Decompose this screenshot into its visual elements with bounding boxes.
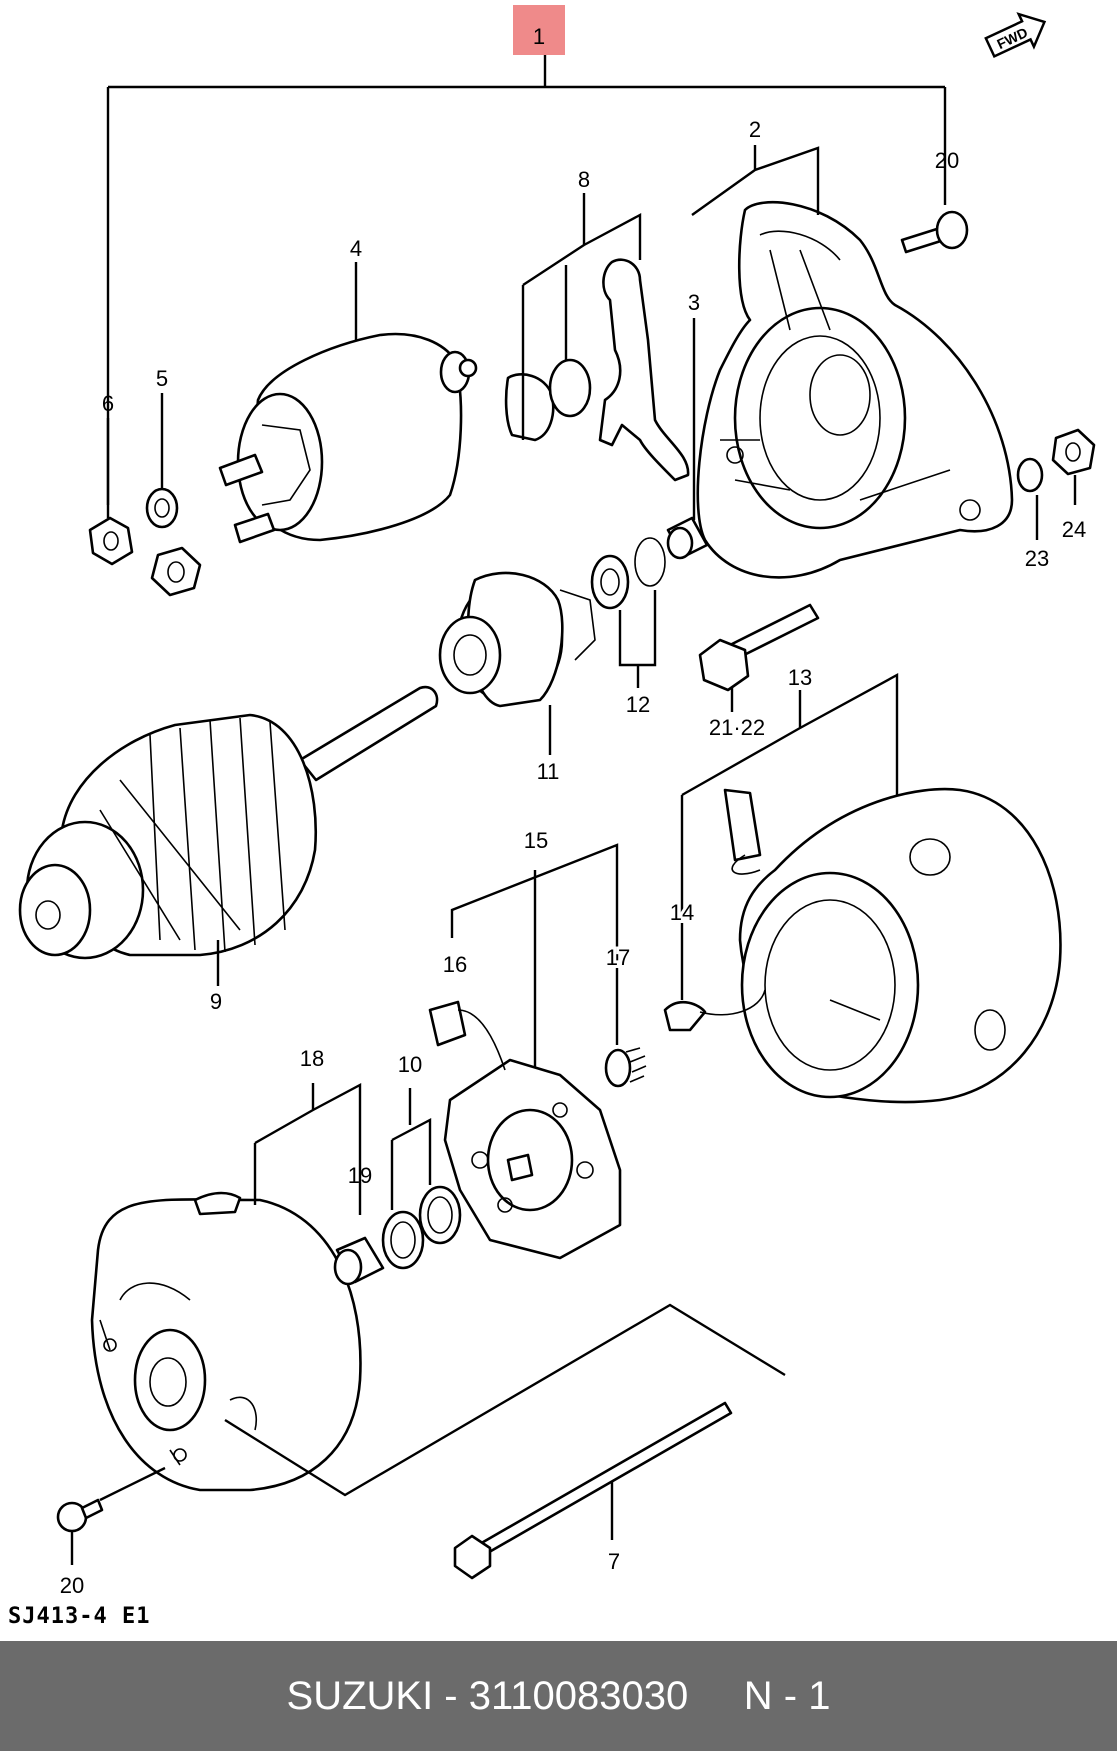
callout-24[interactable]: 24 — [1062, 517, 1086, 542]
part-8-lever-set[interactable] — [504, 258, 690, 482]
part-13-yoke[interactable] — [663, 787, 1062, 1104]
fwd-arrow-icon: FWD — [984, 12, 1047, 59]
bracket-8 — [521, 193, 642, 440]
part-7-through-bolt[interactable] — [453, 1401, 733, 1580]
footer-part-number-text: SUZUKI - 3110083030 N - 1 — [286, 1673, 831, 1718]
part-18-end-frame[interactable] — [90, 1191, 362, 1492]
bracket-12 — [618, 590, 657, 688]
part-6-nut[interactable] — [88, 516, 134, 566]
footer-bar: SUZUKI - 3110083030 N - 1 — [0, 1641, 1117, 1751]
highlighted-callout-box — [513, 5, 565, 55]
diagram-code: SJ413-4 E1 — [8, 1604, 151, 1629]
callout-5[interactable]: 5 — [156, 366, 168, 391]
part-11-pinion-clutch[interactable] — [438, 571, 596, 708]
part-23-washer[interactable] — [1016, 457, 1044, 493]
callout-9[interactable]: 9 — [210, 989, 222, 1014]
part-10-washers[interactable] — [381, 1185, 462, 1270]
callout-17[interactable]: 17 — [603, 942, 633, 973]
bracket-15 — [450, 843, 619, 1068]
callout-4[interactable]: 4 — [350, 236, 362, 261]
callout-2[interactable]: 2 — [749, 117, 761, 142]
callout-3[interactable]: 3 — [688, 290, 700, 315]
bracket-13 — [680, 672, 899, 1000]
callout-16[interactable]: 16 — [440, 949, 470, 980]
part-5-washer[interactable] — [145, 487, 179, 529]
callout-13[interactable]: 13 — [788, 665, 812, 690]
part-4-solenoid[interactable] — [218, 332, 478, 544]
leader-20-bottom — [70, 1466, 166, 1565]
part-24-nut[interactable] — [1051, 428, 1096, 476]
callout-12[interactable]: 12 — [626, 692, 650, 717]
callout-15[interactable]: 15 — [524, 828, 548, 853]
part-20-screw-bottom[interactable] — [56, 1498, 104, 1533]
callout-8[interactable]: 8 — [578, 167, 590, 192]
group-bracket-1 — [106, 55, 947, 505]
callout-21-22[interactable]: 21·22 — [709, 715, 765, 740]
part-16-brush[interactable] — [428, 1000, 506, 1071]
callout-23[interactable]: 23 — [1025, 546, 1049, 571]
callout-11[interactable]: 11 — [537, 759, 560, 784]
part-19-bush[interactable] — [333, 1236, 385, 1286]
callout-10[interactable]: 10 — [398, 1052, 422, 1077]
callout-20-top[interactable]: 20 — [935, 148, 959, 173]
part-17-spring[interactable] — [604, 1047, 647, 1088]
callout-20-bottom[interactable]: 20 — [60, 1573, 84, 1598]
part-20-bolt-top[interactable] — [900, 210, 969, 254]
callout-1[interactable]: 1 — [533, 24, 545, 49]
part-21-22-bolt[interactable] — [698, 603, 820, 692]
assembly-line-7 — [224, 1303, 786, 1497]
part-12-stop-ring-set[interactable] — [590, 537, 666, 610]
nut-small[interactable] — [150, 546, 202, 597]
callout-18[interactable]: 18 — [300, 1046, 324, 1071]
callout-7[interactable]: 7 — [608, 1549, 620, 1574]
bracket-10 — [390, 1088, 432, 1210]
exploded-parts-diagram: 1 FWD 2 3 4 5 — [18, 5, 1096, 1598]
part-9-armature[interactable] — [18, 685, 439, 960]
part-2-drive-housing[interactable] — [696, 200, 1014, 579]
bracket-18 — [253, 1083, 362, 1215]
callout-19[interactable]: 19 — [348, 1163, 372, 1188]
part-15-brush-holder[interactable] — [443, 1058, 622, 1260]
part-3-bushing[interactable] — [666, 516, 709, 560]
callout-14[interactable]: 14 — [667, 897, 697, 928]
bracket-2 — [691, 145, 820, 216]
callout-6[interactable]: 6 — [102, 391, 114, 416]
